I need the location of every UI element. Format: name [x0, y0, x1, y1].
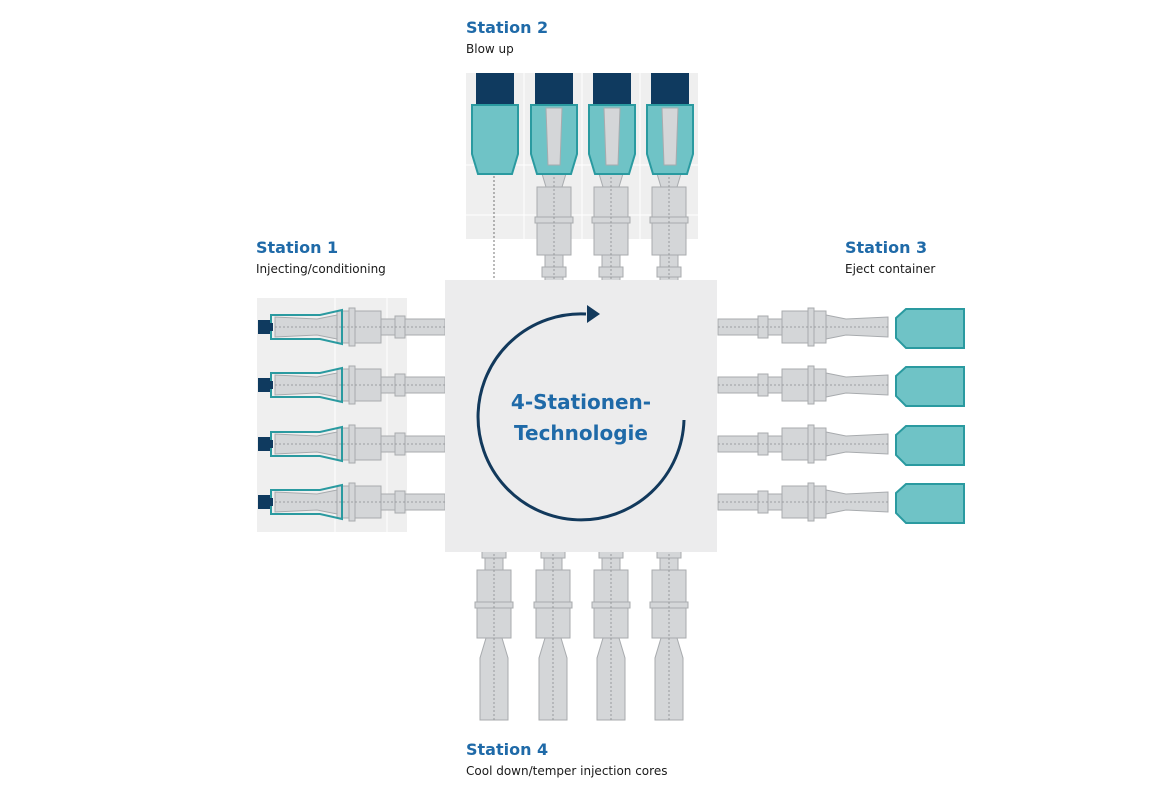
station-1-title: Station 1 — [256, 238, 339, 257]
eject-core-row-3 — [717, 424, 889, 464]
injection-core-row-4 — [258, 482, 446, 522]
blow-mould-2 — [530, 73, 578, 175]
eject-core-row-2 — [717, 365, 889, 405]
station-4-subtitle: Cool down/temper injection cores — [466, 764, 668, 778]
injection-core-row-1 — [258, 307, 446, 347]
station-1-assembly — [257, 298, 446, 532]
eject-core-row-1 — [717, 307, 889, 347]
eject-core-row-4 — [717, 482, 889, 522]
blow-mould-1 — [471, 73, 519, 175]
rotation-arrowhead — [587, 305, 600, 323]
container-4 — [895, 483, 965, 524]
container-1 — [895, 308, 965, 349]
station-3-subtitle: Eject container — [845, 262, 936, 276]
station-2-title: Station 2 — [466, 18, 549, 37]
station-1-subtitle: Injecting/conditioning — [256, 262, 386, 276]
blow-mould-4 — [646, 73, 694, 175]
station-3-assembly — [717, 307, 965, 524]
station-3-title: Station 3 — [845, 238, 928, 257]
container-3 — [895, 425, 965, 466]
station-2-subtitle: Blow up — [466, 42, 514, 56]
center-title-line-1: 4-Stationen- — [510, 390, 652, 414]
injection-core-row-3 — [258, 424, 446, 464]
rotation-arrow — [476, 312, 686, 522]
injection-core-row-2 — [258, 365, 446, 405]
rotary-block — [445, 280, 717, 552]
blow-mould-3 — [588, 73, 636, 175]
center-title-line-2: Technologie — [514, 421, 648, 445]
container-2 — [895, 366, 965, 407]
station-2-assembly — [466, 73, 698, 351]
station-4-title: Station 4 — [466, 740, 549, 759]
